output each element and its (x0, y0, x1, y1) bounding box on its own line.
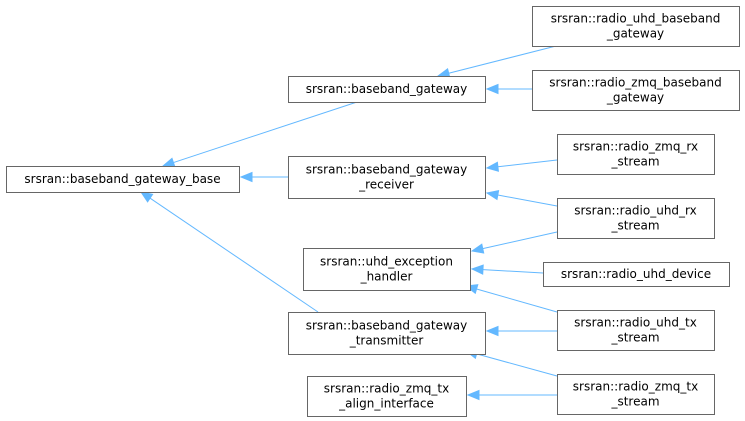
edge-line (476, 353, 558, 377)
edge-uhd_device-to-uhd_exception (470, 264, 544, 275)
edge-uhd_rx-to-uhd_exception (470, 231, 558, 254)
class-node-base[interactable]: srsran::baseband_gateway_base (6, 166, 240, 193)
class-node-transmitter[interactable]: srsran::baseband_gateway_transmitter (288, 312, 486, 355)
arrowhead-icon (139, 191, 154, 203)
arrowhead-icon (239, 171, 253, 183)
edge-line (173, 101, 358, 164)
edge-line (149, 197, 319, 313)
node-label-line: _stream (610, 155, 659, 169)
arrowhead-icon (161, 157, 176, 168)
edge-transmitter-to-base (139, 191, 319, 313)
node-label-line: srsran::radio_uhd_tx (574, 316, 697, 330)
edge-line (482, 231, 558, 250)
node-label-line: srsran::radio_zmq_rx (573, 140, 698, 154)
node-box (532, 6, 740, 47)
class-node-bg[interactable]: srsran::baseband_gateway (288, 76, 486, 103)
arrowhead-icon (470, 264, 484, 275)
class-node-zmq-tx-align[interactable]: srsran::radio_zmq_tx_align_interface (307, 376, 467, 417)
class-node-zmq-tx[interactable]: srsran::radio_zmq_tx_stream (557, 374, 715, 415)
edge-line (448, 45, 557, 74)
edge-line (476, 288, 558, 313)
node-label-line: _stream (610, 331, 659, 345)
node-label-line: _stream (610, 395, 659, 409)
node-box (303, 248, 471, 291)
arrowhead-icon (485, 161, 499, 172)
edge-zmq_baseband-to-bg (485, 83, 532, 95)
node-label-line: srsran::radio_zmq_baseband (549, 76, 721, 90)
edge-line (497, 159, 558, 168)
node-box (557, 198, 715, 239)
node-box (288, 76, 486, 103)
node-box (543, 262, 730, 287)
node-box (557, 374, 715, 415)
arrowhead-icon (485, 325, 499, 337)
node-label-line: srsran::baseband_gateway (306, 319, 468, 333)
node-label-line: _transmitter (349, 334, 424, 348)
class-node-zmq-rx[interactable]: srsran::radio_zmq_rx_stream (557, 134, 715, 175)
class-node-zmq-baseband[interactable]: srsran::radio_zmq_baseband_gateway (532, 70, 740, 111)
node-label-line: _gateway (606, 27, 664, 41)
class-node-uhd-rx[interactable]: srsran::radio_uhd_rx_stream (557, 198, 715, 239)
node-label-line: srsran::baseband_gateway (306, 163, 468, 177)
node-label-line: srsran::baseband_gateway_base (24, 172, 220, 186)
node-label-line: srsran::radio_uhd_baseband (551, 12, 721, 26)
node-box (307, 376, 467, 417)
arrowhead-icon (466, 389, 480, 401)
node-label-line: srsran::radio_zmq_tx (324, 382, 449, 396)
node-label-line: _handler (360, 270, 413, 284)
class-node-uhd-exception[interactable]: srsran::uhd_exception_handler (303, 248, 471, 291)
node-label-line: srsran::radio_zmq_tx (573, 380, 698, 394)
arrowhead-icon (485, 189, 500, 201)
node-box (6, 166, 240, 193)
node-label-line: _align_interface (338, 397, 434, 411)
nodes-layer: srsran::baseband_gateway_basesrsran::bas… (6, 6, 740, 417)
node-box (557, 134, 715, 175)
class-node-uhd-tx[interactable]: srsran::radio_uhd_tx_stream (557, 310, 715, 351)
node-label-line: _gateway (606, 91, 664, 105)
node-label-line: srsran::radio_uhd_rx (574, 204, 697, 218)
edge-zmq_tx-to-zmq_tx_align (466, 389, 557, 401)
arrowhead-icon (470, 243, 485, 254)
edge-uhd_tx-to-uhd_exception (464, 284, 558, 313)
node-box (288, 312, 486, 355)
edge-uhd_rx-to-receiver (485, 189, 558, 207)
node-box (288, 156, 486, 199)
edge-line (497, 194, 558, 207)
arrowhead-icon (485, 83, 499, 95)
edge-receiver-to-base (239, 171, 288, 183)
edge-line (482, 269, 544, 274)
node-label-line: srsran::radio_uhd_device (561, 267, 711, 281)
node-label-line: srsran::uhd_exception (320, 255, 453, 269)
edge-uhd_tx-to-transmitter (485, 325, 557, 337)
class-node-uhd-device[interactable]: srsran::radio_uhd_device (543, 262, 730, 287)
node-box (557, 310, 715, 351)
edge-zmq_rx-to-receiver (485, 159, 558, 172)
node-label-line: _receiver (358, 178, 414, 192)
node-label-line: srsran::baseband_gateway (306, 82, 468, 96)
node-label-line: _stream (610, 219, 659, 233)
node-box (532, 70, 740, 111)
class-node-uhd-baseband[interactable]: srsran::radio_uhd_baseband_gateway (532, 6, 740, 47)
class-node-receiver[interactable]: srsran::baseband_gateway_receiver (288, 156, 486, 199)
